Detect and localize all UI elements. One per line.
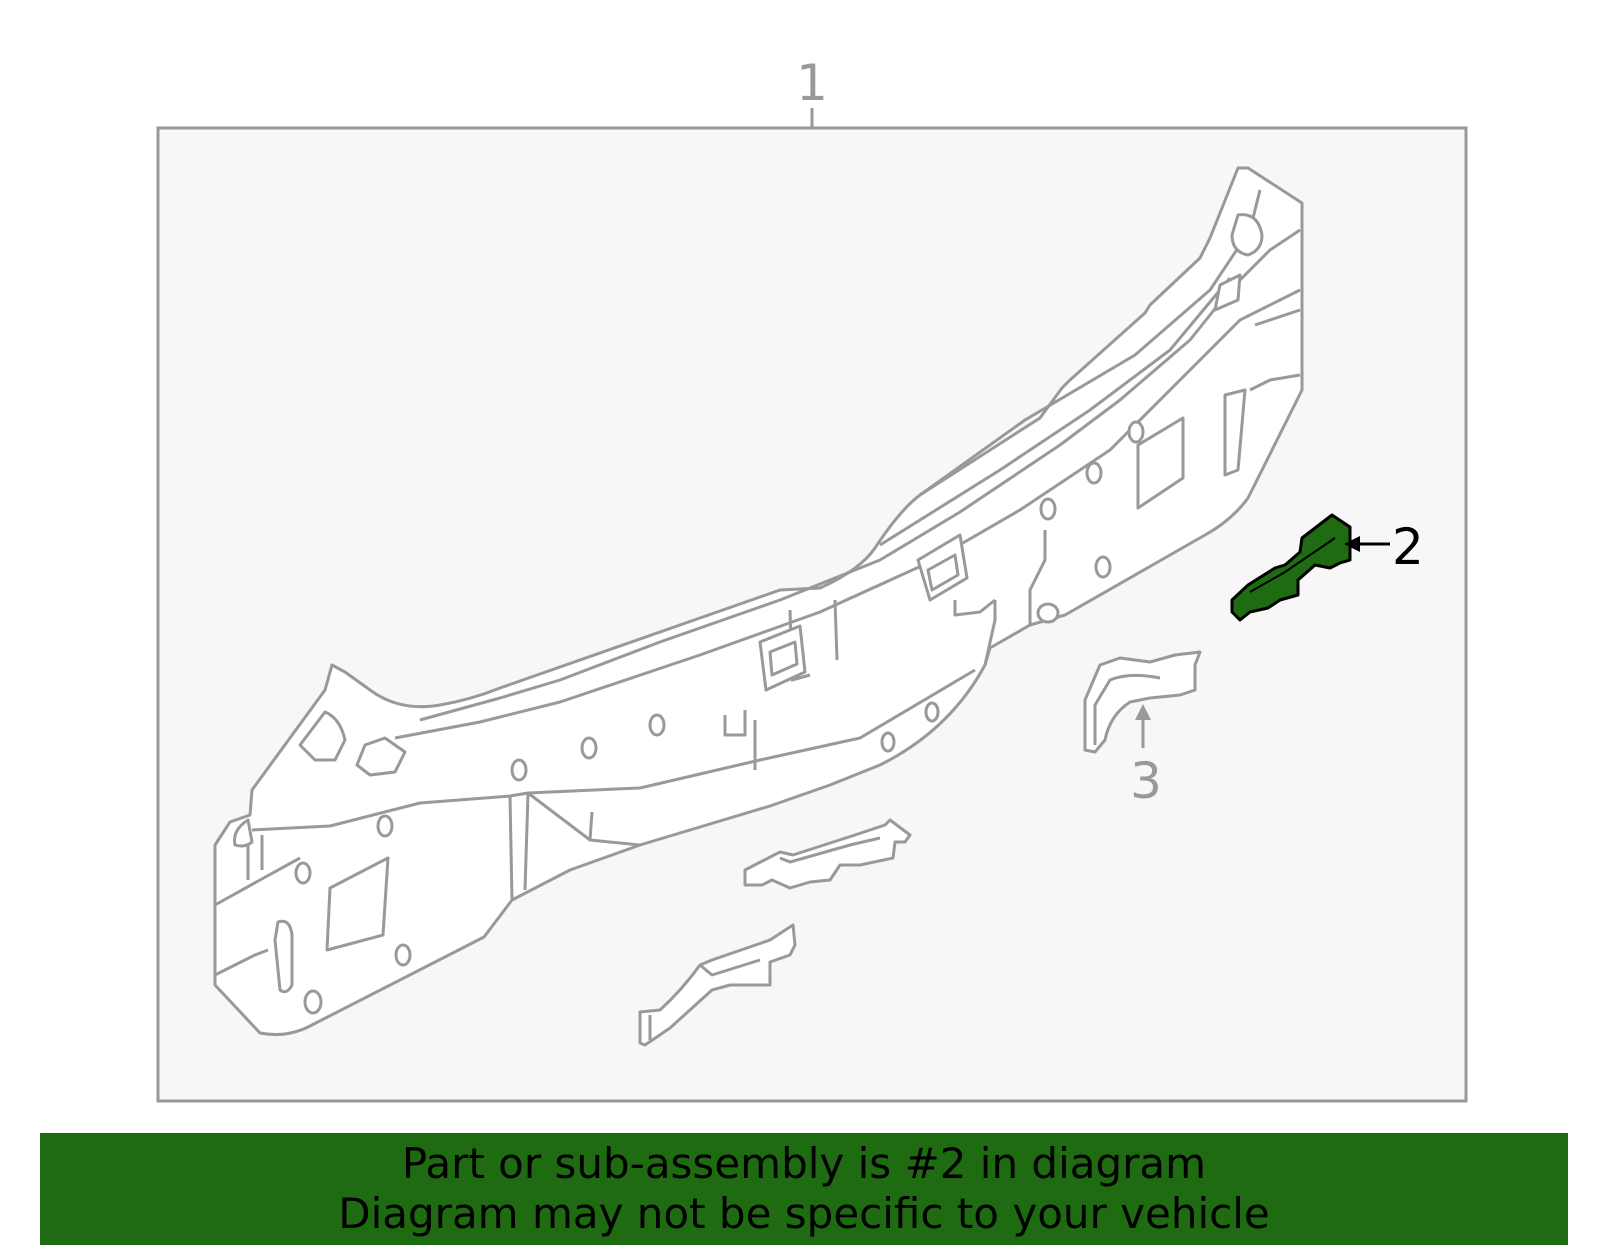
callout-3-label: 3 bbox=[1130, 752, 1162, 810]
part-2-highlighted bbox=[1230, 513, 1352, 622]
banner-line-2: Diagram may not be specific to your vehi… bbox=[338, 1189, 1270, 1238]
banner-line-1: Part or sub-assembly is #2 in diagram bbox=[401, 1139, 1207, 1188]
info-banner: Part or sub-assembly is #2 in diagram Di… bbox=[40, 1133, 1568, 1245]
lower-bracket-2 bbox=[638, 923, 797, 1047]
callout-2-arrowhead bbox=[1344, 536, 1360, 552]
lower-bracket-1 bbox=[743, 818, 912, 890]
part-3-bracket bbox=[1083, 650, 1202, 754]
rear-panel-assembly bbox=[213, 166, 1304, 1036]
callout-1-label: 1 bbox=[796, 54, 828, 112]
callout-3-arrowhead bbox=[1135, 704, 1151, 720]
callout-2-label: 2 bbox=[1392, 518, 1424, 576]
